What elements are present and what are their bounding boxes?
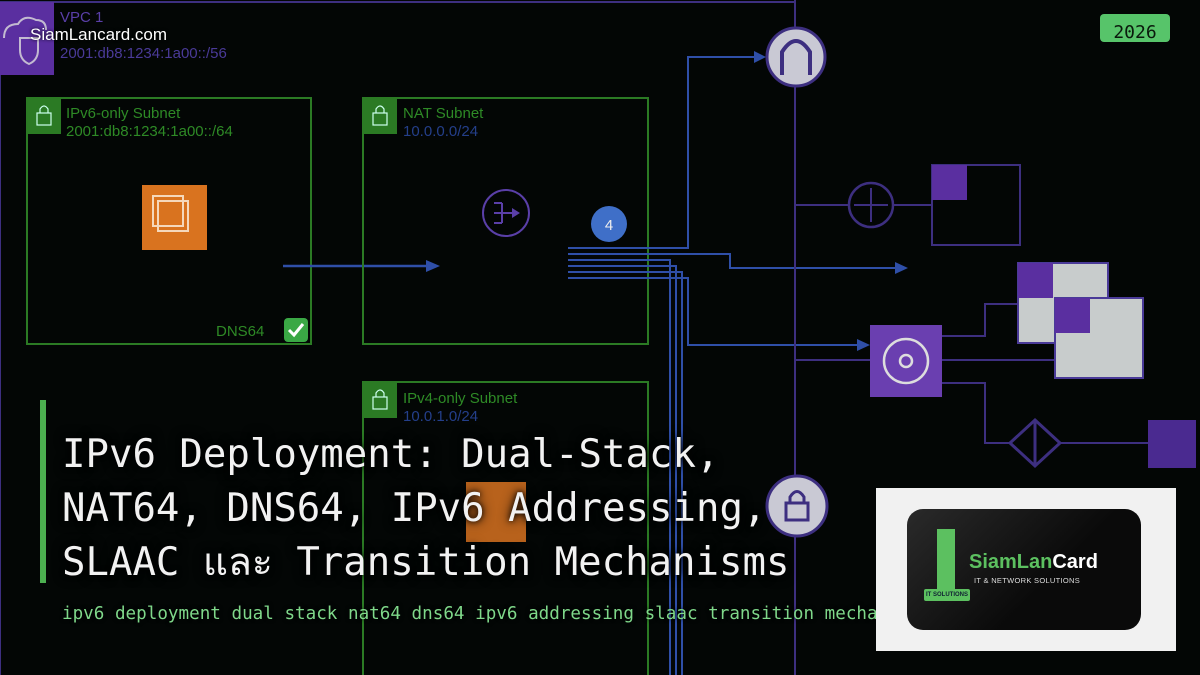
ipv4-subnet-cidr: 10.0.1.0/24 xyxy=(403,408,478,425)
year-badge: 2026 xyxy=(1100,14,1170,42)
brand-logo: IT SOLUTIONS SiamLanCard IT & NETWORK SO… xyxy=(876,488,1176,651)
lock-icon xyxy=(27,98,61,134)
article-title: IPv6 Deployment: Dual-Stack, NAT64, DNS64… xyxy=(62,428,789,590)
ipv6-subnet-label: IPv6-only Subnet xyxy=(66,105,181,122)
check-icon xyxy=(284,318,308,342)
cloud-shield-icon xyxy=(932,165,967,200)
nat-subnet-label: NAT Subnet xyxy=(403,105,484,122)
nat-gateway-icon xyxy=(482,189,530,237)
vpc-frame-small xyxy=(931,164,1021,246)
internet-gateway-icon xyxy=(765,26,827,88)
vpc-label: VPC 1 xyxy=(60,9,103,26)
logo-card: IT SOLUTIONS SiamLanCard IT & NETWORK SO… xyxy=(907,509,1141,630)
ipv6-subnet-frame xyxy=(26,97,312,345)
lock-icon xyxy=(363,98,397,134)
nat-subnet-frame xyxy=(362,97,649,345)
logo-tagline: IT & NETWORK SOLUTIONS xyxy=(974,576,1081,585)
traffic-flow-lines xyxy=(568,56,900,675)
title-line: IPv6 Deployment: Dual-Stack, xyxy=(62,432,720,477)
cloud-shield-icon xyxy=(1018,263,1053,298)
cloud-shield-icon xyxy=(3,16,47,39)
direct-connect-icon xyxy=(1007,417,1063,469)
lock-icon xyxy=(363,382,397,418)
vpc-cidr: 2001:db8:1234:1a00::/56 xyxy=(60,45,227,62)
cloud-shield-icon xyxy=(1055,298,1090,333)
transit-gateway-icon xyxy=(870,325,942,397)
logo-tag: IT SOLUTIONS xyxy=(924,589,970,601)
title-line: NAT64, DNS64, IPv6 Addressing, xyxy=(62,486,767,531)
vpn-lock-icon xyxy=(765,474,829,538)
ipv4-subnet-label: IPv4-only Subnet xyxy=(403,390,518,407)
step-badge-number: 4 xyxy=(605,217,613,234)
title-line: SLAAC และ Transition Mechanisms xyxy=(62,540,790,585)
ipv4-subnet-frame xyxy=(362,381,649,675)
title-accent-bar xyxy=(40,400,46,583)
step-badge xyxy=(591,206,627,242)
article-keywords: ipv6 deployment dual stack nat64 dns64 i… xyxy=(62,604,878,624)
site-watermark: SiamLancard.com xyxy=(30,25,168,44)
ipv6-subnet-cidr: 2001:db8:1234:1a00::/64 xyxy=(66,123,233,140)
ec2-instance-icon xyxy=(466,482,526,542)
dns64-label: DNS64 xyxy=(216,323,264,340)
vpn-cloud-icon xyxy=(1148,420,1196,468)
logo-pillar xyxy=(937,529,955,599)
logo-name-green: SiamLan xyxy=(969,551,1053,573)
logo-name: SiamLanCard xyxy=(969,551,1098,574)
nat-subnet-cidr: 10.0.0.0/24 xyxy=(403,123,478,140)
logo-name-white: Card xyxy=(1052,551,1098,573)
router-icon xyxy=(847,181,895,229)
ec2-instance-icon xyxy=(142,185,207,250)
